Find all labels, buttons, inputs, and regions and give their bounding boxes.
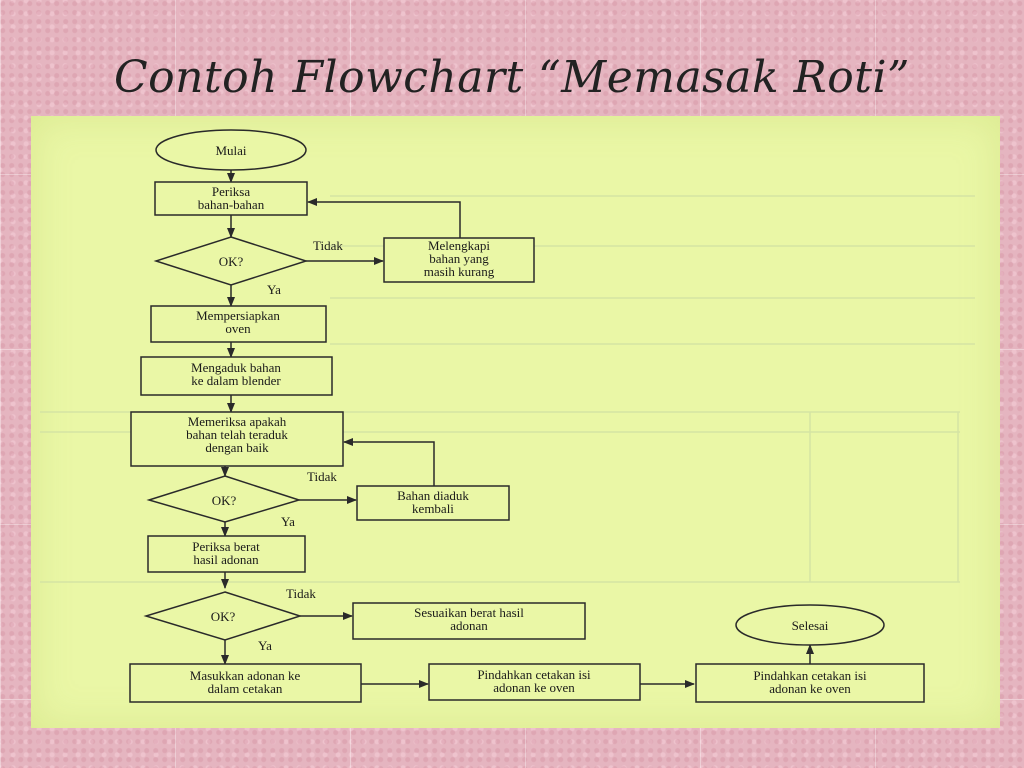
node-oven-label-1: Mempersiapkan <box>196 308 280 323</box>
node-masukkan-label-2: dalam cetakan <box>208 681 283 696</box>
node-masukkan <box>129 663 362 703</box>
node-berat <box>147 535 306 573</box>
node-memeriksa-label-2: bahan telah teraduk <box>186 427 288 442</box>
node-periksa <box>154 181 308 216</box>
node-ok2-label: OK? <box>212 493 237 508</box>
node-ok1 <box>153 236 309 286</box>
node-periksa-label-2: bahan-bahan <box>198 197 265 212</box>
node-sesuaikan-label-2: adonan <box>450 618 488 633</box>
node-melengkapi-label-3: masih kurang <box>424 264 495 279</box>
node-ok3 <box>143 591 303 641</box>
node-pindah2 <box>695 663 925 703</box>
node-mulai-label: Mulai <box>215 143 246 158</box>
node-melengkapi <box>383 237 535 283</box>
node-pindah2-label-2: adonan ke oven <box>769 681 851 696</box>
edge-label-tidak-1: Tidak <box>313 238 343 253</box>
node-melengkapi-label-1: Melengkapi <box>428 238 490 253</box>
node-selesai <box>735 604 885 646</box>
flowchart: Mulai Periksa bahan-bahan OK? Melengkapi… <box>40 129 975 703</box>
node-oven <box>150 305 327 343</box>
node-selesai-label: Selesai <box>792 618 829 633</box>
edge-label-tidak-3: Tidak <box>286 586 316 601</box>
node-aduk <box>140 356 333 396</box>
node-ok1-label: OK? <box>219 254 244 269</box>
edge-diaduk-memeriksa <box>343 438 435 486</box>
edge-melengkapi-periksa <box>307 198 461 238</box>
node-melengkapi-label-2: bahan yang <box>429 251 489 266</box>
node-memeriksa <box>130 411 344 467</box>
node-berat-label-1: Periksa berat <box>192 539 260 554</box>
node-memeriksa-label-1: Memeriksa apakah <box>188 414 287 429</box>
node-masukkan-label-1: Masukkan adonan ke <box>190 668 301 683</box>
node-aduk-label-1: Mengaduk bahan <box>191 360 281 375</box>
node-memeriksa-label-3: dengan baik <box>205 440 269 455</box>
node-diaduk-label-1: Bahan diaduk <box>397 488 469 503</box>
connectors <box>221 170 814 688</box>
edge-label-ya-3: Ya <box>258 638 272 653</box>
node-diaduk <box>356 485 510 521</box>
node-berat-label-2: hasil adonan <box>193 552 259 567</box>
node-oven-label-2: oven <box>225 321 251 336</box>
node-pindah2-label-1: Pindahkan cetakan isi <box>753 668 867 683</box>
node-diaduk-label-2: kembali <box>412 501 454 516</box>
edge-label-ya-2: Ya <box>281 514 295 529</box>
node-sesuaikan <box>352 602 586 640</box>
node-pindah1-label-2: adonan ke oven <box>493 680 575 695</box>
node-aduk-label-2: ke dalam blender <box>191 373 281 388</box>
node-mulai <box>155 129 307 171</box>
node-ok3-label: OK? <box>211 609 236 624</box>
node-pindah1 <box>428 663 641 701</box>
edge-label-ya-1: Ya <box>267 282 281 297</box>
node-sesuaikan-label-1: Sesuaikan berat hasil <box>414 605 524 620</box>
node-periksa-label-1: Periksa <box>212 184 251 199</box>
node-ok2 <box>146 475 302 523</box>
node-pindah1-label-1: Pindahkan cetakan isi <box>477 667 591 682</box>
slide-title: Contoh Flowchart “Memasak Roti” <box>113 52 911 103</box>
edge-label-tidak-2: Tidak <box>307 469 337 484</box>
flowchart-paper: Mulai Periksa bahan-bahan OK? Melengkapi… <box>31 116 1000 728</box>
